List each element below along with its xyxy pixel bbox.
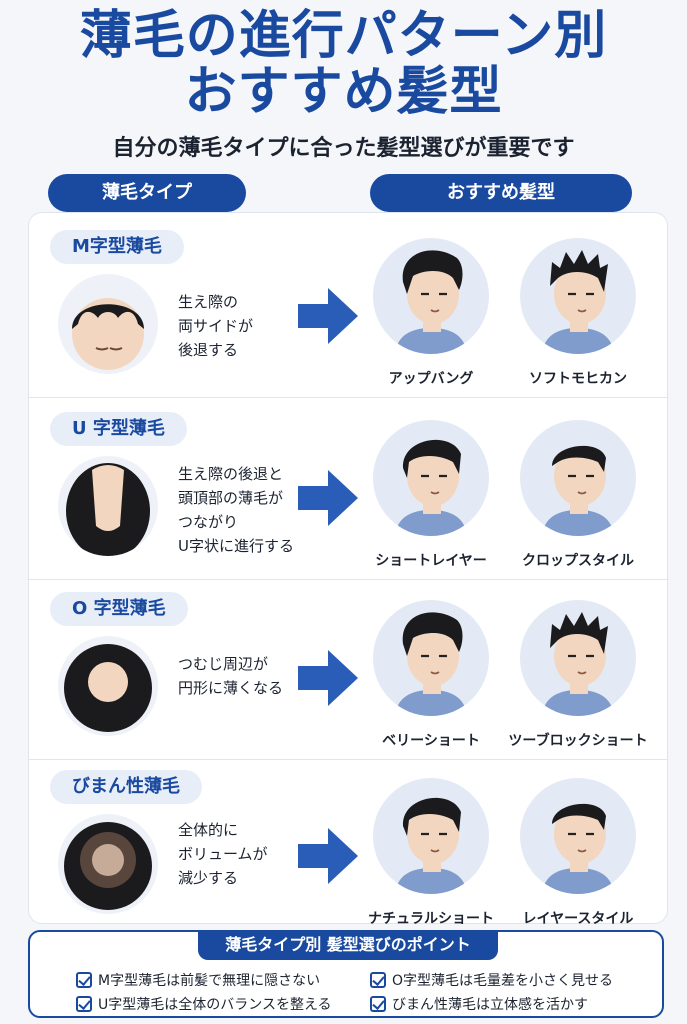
arrow-right-icon [298, 470, 358, 526]
hairstyle-face-icon [520, 600, 636, 716]
pattern-type-label: びまん性薄毛 [50, 770, 202, 804]
description-line: 頭頂部の薄毛が [178, 489, 284, 507]
description-line: 減少する [178, 869, 239, 887]
pattern-row: O 字型薄毛 ベリーショート ツーブロックショート つむじ周辺が円形に薄くなる [28, 580, 668, 760]
diffuse-head-icon [58, 814, 158, 914]
description-line: つむじ周辺が [178, 655, 269, 673]
hairstyle-face-icon [520, 420, 636, 536]
hairstyle-label: レイヤースタイル [522, 911, 634, 927]
description-line: ボリュームが [178, 845, 268, 863]
check-icon [370, 996, 386, 1012]
hairstyle-face-icon [373, 238, 489, 354]
m-shape-head-icon [58, 274, 158, 374]
page-title-line2: おすすめ髪型 [184, 62, 503, 122]
hairstyle-face-icon [520, 238, 636, 354]
point-item: びまん性薄毛は立体感を活かす [370, 994, 588, 1014]
hairstyle-face-icon [373, 778, 489, 894]
description-line: 全体的に [178, 821, 239, 839]
check-icon [76, 972, 92, 988]
arrow-right-icon [298, 288, 358, 344]
pattern-description: つむじ周辺が円形に薄くなる [178, 652, 308, 700]
description-line: U字状に進行する [178, 537, 294, 555]
pattern-description: 生え際の両サイドが後退する [178, 290, 308, 362]
pattern-description: 全体的にボリュームが減少する [178, 818, 308, 890]
pattern-type-label: U 字型薄毛 [50, 412, 187, 446]
arrow-right-icon [298, 828, 358, 884]
hairstyle-face-icon [373, 420, 489, 536]
hairstyle-label: ナチュラルショート [368, 911, 494, 927]
hairstyle-label: アップバング [388, 371, 474, 387]
point-item: M字型薄毛は前髪で無理に隠さない [76, 970, 320, 990]
hairstyle-label: クロップスタイル [522, 553, 634, 569]
column-header-hairstyle: おすすめ髪型 [370, 174, 632, 212]
points-title: 薄毛タイプ別 髪型選びのポイント [198, 930, 498, 960]
hairstyle-label: ツーブロックショート [508, 733, 648, 749]
arrow-right-icon [298, 650, 358, 706]
description-line: 後退する [178, 341, 239, 359]
hairstyle-label: ショートレイヤー [375, 553, 487, 569]
o-shape-head-icon [58, 636, 158, 736]
description-line: 円形に薄くなる [178, 679, 284, 697]
description-line: 両サイドが [178, 317, 254, 335]
description-line: 生え際の [178, 293, 239, 311]
page-subtitle: 自分の薄毛タイプに合った髪型選びが重要です [112, 136, 575, 161]
hairstyle-label: ソフトモヒカン [529, 371, 627, 387]
description-line: つながり [178, 513, 239, 531]
pattern-row: M字型薄毛 アップバング ソフトモヒカン 生え際の両サイドが後退する [28, 218, 668, 398]
pattern-row: U 字型薄毛 ショートレイヤー クロップスタイル 生え際の後退と頭頂部の薄毛がつ… [28, 400, 668, 580]
hairstyle-face-icon [520, 778, 636, 894]
check-icon [76, 996, 92, 1012]
pattern-description: 生え際の後退と頭頂部の薄毛がつながり U字状に進行する [178, 462, 308, 558]
point-item: U字型薄毛は全体のバランスを整える [76, 994, 332, 1014]
page-title: 薄毛の進行パターン別 [79, 6, 608, 66]
u-shape-head-icon [58, 456, 158, 556]
pattern-type-label: O 字型薄毛 [50, 592, 188, 626]
column-header-type: 薄毛タイプ [48, 174, 246, 212]
point-item: O字型薄毛は毛量差を小さく見せる [370, 970, 613, 990]
pattern-row: びまん性薄毛 ナチュラルショート レイヤースタイル 全体的にボリュームが減少する [28, 758, 668, 938]
check-icon [370, 972, 386, 988]
hairstyle-face-icon [373, 600, 489, 716]
hairstyle-label: ベリーショート [382, 733, 480, 749]
description-line: 生え際の後退と [178, 465, 284, 483]
pattern-type-label: M字型薄毛 [50, 230, 184, 264]
points-box: 薄毛タイプ別 髪型選びのポイント M字型薄毛は前髪で無理に隠さない O字型薄毛は… [28, 930, 664, 1018]
